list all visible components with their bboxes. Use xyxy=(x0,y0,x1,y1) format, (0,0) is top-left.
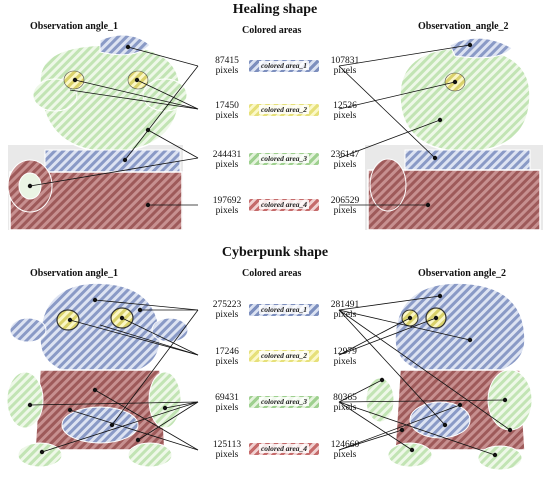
healing-swatch-area-4: colored area_4 xyxy=(249,199,319,211)
cyberpunk-swatch-area-4: colored area_4 xyxy=(249,443,319,455)
cyberpunk-angle2-header: Observation angle_2 xyxy=(418,268,507,279)
healing-swatch-area-1: colored area_1 xyxy=(249,60,319,72)
cyberpunk-swatch-area-1: colored area_1 xyxy=(249,304,319,316)
cyberpunk-title: Cyberpunk shape xyxy=(221,245,329,260)
cyberpunk-swatch-area-2: colored area_2 xyxy=(249,350,319,362)
cyberpunk-colored-areas-header: Colored areas xyxy=(242,268,302,279)
healing-leader-lines xyxy=(27,42,473,208)
healing-angle2-model xyxy=(365,37,543,231)
healing-angle2-header: Observation_angle_2 xyxy=(418,21,509,32)
healing-swatch-area-2: colored area_2 xyxy=(249,104,319,116)
cyberpunk-swatch-area-3: colored area_3 xyxy=(249,396,319,408)
healing-colored-areas-header: Colored areas xyxy=(242,25,302,36)
healing-angle1-model xyxy=(7,34,188,231)
cyberpunk-angle1-model xyxy=(6,282,189,468)
cyberpunk-angle2-model xyxy=(365,282,533,471)
healing-angle1-header: Observation angle_1 xyxy=(30,21,119,32)
cyberpunk-leader-lines xyxy=(27,293,513,458)
healing-title: Healing shape xyxy=(232,2,318,17)
cyberpunk-angle1-header: Observation angle_1 xyxy=(30,268,119,279)
healing-swatch-area-3: colored area_3 xyxy=(249,153,319,165)
